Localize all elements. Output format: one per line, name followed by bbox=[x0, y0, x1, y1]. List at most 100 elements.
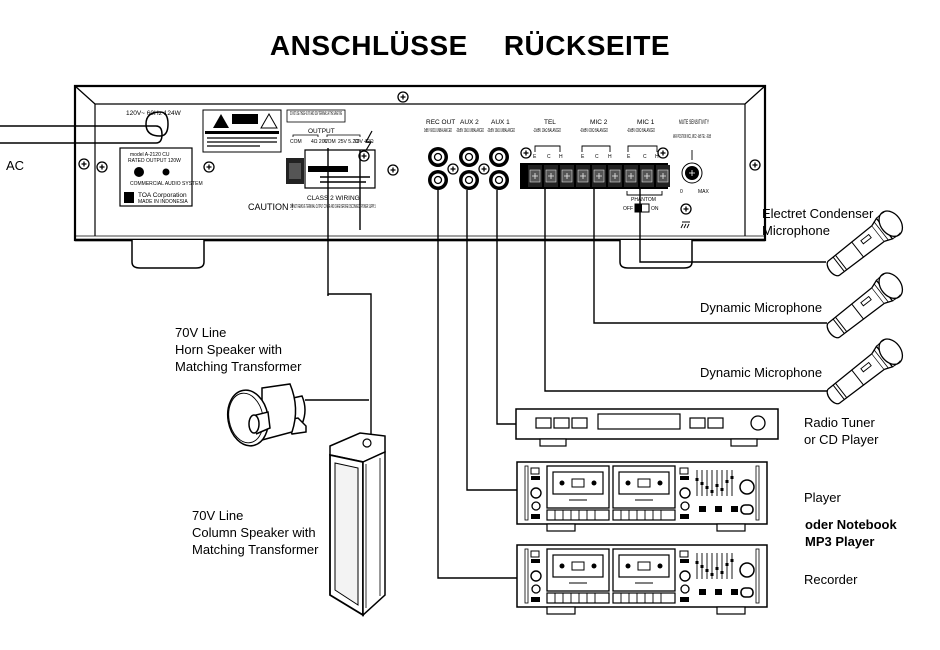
tuner-label-line2: or CD Player bbox=[804, 432, 879, 447]
dynamic-mic-2-label: Dynamic Microphone bbox=[700, 365, 823, 380]
ac-label: AC bbox=[6, 158, 25, 173]
wire-tel bbox=[544, 188, 827, 392]
pin-label: C bbox=[595, 154, 599, 160]
pin-label: H bbox=[608, 154, 612, 160]
aux1-jack-left[interactable] bbox=[488, 146, 510, 168]
amplifier-rear-panel: 120V~ 60Hz 124W model A-2120 CU RATED OU… bbox=[73, 84, 767, 269]
notebook-label: oder Notebook MP3 Player bbox=[805, 516, 897, 550]
tel-terminal-e[interactable] bbox=[527, 164, 543, 188]
electret-mic-label: Electret Condenser Microphone bbox=[762, 205, 873, 239]
screw-icon bbox=[520, 147, 532, 159]
pin-label: C bbox=[643, 154, 647, 160]
pin-label: E bbox=[627, 154, 631, 160]
mic1-terminal-c[interactable] bbox=[639, 164, 655, 188]
horn-speaker bbox=[226, 383, 307, 447]
mic1-spec: -60dBV 600Ω BALANCED bbox=[627, 128, 655, 134]
model-number: model A-2120 CU bbox=[130, 152, 170, 158]
mute-sensitivity-detail: MAX POSITION MIC1, MIC2: -6dB TEL: -20dB bbox=[673, 134, 711, 140]
phantom-switch[interactable] bbox=[634, 203, 650, 213]
mic1-terminal-h[interactable] bbox=[655, 164, 671, 188]
mic2-label: MIC 2 bbox=[590, 119, 608, 126]
screw-icon bbox=[96, 161, 108, 173]
tuner-display bbox=[597, 413, 681, 430]
wire-aux2 bbox=[466, 190, 517, 491]
aux1-jack-right[interactable] bbox=[488, 169, 510, 191]
toa-logo-icon bbox=[124, 192, 134, 203]
country-of-origin: MADE IN INDONESIA bbox=[138, 199, 188, 205]
tel-terminal-c[interactable] bbox=[543, 164, 559, 188]
aux1-spec: -20dBV 10kΩ UNBALANCED bbox=[487, 128, 515, 134]
lightning-warning-icon bbox=[213, 114, 229, 128]
aux2-jack-left[interactable] bbox=[458, 146, 480, 168]
knob-max-label: MAX bbox=[698, 189, 710, 195]
wire-column-speaker bbox=[327, 148, 372, 436]
column-speaker-label-line2: Column Speaker with bbox=[192, 525, 316, 540]
dynamic-mic-1-label: Dynamic Microphone bbox=[700, 300, 823, 315]
tel-label: TEL bbox=[544, 119, 556, 126]
aux2-spec: -20dBV 10kΩ UNBALANCED bbox=[456, 128, 484, 134]
ground-icon bbox=[680, 221, 690, 229]
dynamic-microphone-2 bbox=[820, 333, 908, 411]
player-label: Player bbox=[804, 490, 841, 505]
tuner-knob bbox=[750, 415, 766, 431]
screw-icon bbox=[397, 91, 409, 103]
output-label: OUTPUT bbox=[308, 128, 335, 135]
pin-label: E bbox=[533, 154, 537, 160]
screw-icon bbox=[749, 159, 761, 171]
connection-wires bbox=[305, 148, 827, 579]
caution-text: DO NOT REMOVE TERMINAL OUTPUT COVER AND … bbox=[290, 204, 376, 210]
mute-sensitivity-knob[interactable] bbox=[681, 162, 703, 184]
aux2-label: AUX 2 bbox=[460, 119, 479, 126]
mic1-label: MIC 1 bbox=[637, 119, 655, 126]
rec-out-jack-right[interactable] bbox=[427, 169, 449, 191]
column-speaker-label-line1: 70V Line bbox=[192, 508, 244, 523]
tel-terminal-h[interactable] bbox=[559, 164, 575, 188]
mic2-terminal-e[interactable] bbox=[575, 164, 591, 188]
screw-icon bbox=[657, 147, 669, 159]
manufacturer-name: TOA Corporation bbox=[138, 192, 187, 199]
output-terminal-com: COM bbox=[290, 139, 302, 145]
pin-label: C bbox=[547, 154, 551, 160]
aux2-jack-right[interactable] bbox=[458, 169, 480, 191]
screw-icon bbox=[478, 163, 490, 175]
output-warning-text: DO NOT USE THESE 4Ω 70V AND 100V TERMINA… bbox=[290, 111, 342, 117]
caution-label: CAUTION ! bbox=[248, 202, 294, 212]
tuner-label-line1: Radio Tuner bbox=[804, 415, 875, 430]
mute-sensitivity-group: MUTE SENSITIVITY MAX POSITION MIC1, MIC2… bbox=[673, 119, 711, 229]
screw-icon bbox=[680, 203, 692, 215]
notebook-label-line1: oder Notebook bbox=[805, 517, 897, 532]
output-terminal-25v: 25V 5.2Ω bbox=[338, 139, 359, 145]
column-speaker-label-line3: Matching Transformer bbox=[192, 542, 319, 557]
mute-sensitivity-label: MUTE SENSITIVITY bbox=[679, 119, 709, 126]
mic2-spec: -60dBV 600Ω BALANCED bbox=[580, 128, 608, 134]
mic2-terminal-c[interactable] bbox=[591, 164, 607, 188]
mic2-terminal-h[interactable] bbox=[607, 164, 623, 188]
rec-out-label: REC OUT bbox=[426, 119, 455, 126]
listing-text: COMMERCIAL AUDIO SYSTEM bbox=[130, 181, 203, 187]
radio-tuner-device bbox=[515, 408, 779, 447]
class2-wiring-label: CLASS 2 WIRING bbox=[307, 195, 360, 202]
aux1-label: AUX 1 bbox=[491, 119, 510, 126]
terminal-input-group: TEL MIC 2 MIC 1 -10dBV 10kΩ BALANCED -60… bbox=[520, 119, 671, 213]
horn-speaker-label-line3: Matching Transformer bbox=[175, 359, 302, 374]
output-terminal-70v: 70V 42Ω bbox=[354, 139, 374, 145]
phantom-label: PHANTOM bbox=[631, 197, 656, 203]
dynamic-microphone-1 bbox=[820, 267, 908, 345]
mic1-terminal-e[interactable] bbox=[623, 164, 639, 188]
tel-spec: -10dBV 10kΩ BALANCED bbox=[533, 128, 561, 134]
screw-icon bbox=[447, 163, 459, 175]
notebook-label-line2: MP3 Player bbox=[805, 534, 875, 549]
ac-power-cord bbox=[0, 125, 163, 144]
horn-speaker-label: 70V Line Horn Speaker with Matching Tran… bbox=[175, 324, 301, 375]
screw-icon bbox=[78, 158, 90, 170]
caution-triangle-icon bbox=[260, 112, 278, 129]
player-cassette-deck bbox=[516, 461, 768, 532]
wire-rec-out bbox=[437, 190, 517, 579]
pin-label: E bbox=[581, 154, 585, 160]
tuner-label: Radio Tuner or CD Player bbox=[804, 414, 878, 448]
pin-label: H bbox=[655, 154, 659, 160]
high-voltage-icon bbox=[364, 130, 373, 153]
screw-icon bbox=[203, 161, 215, 173]
rec-out-jack-left[interactable] bbox=[427, 146, 449, 168]
